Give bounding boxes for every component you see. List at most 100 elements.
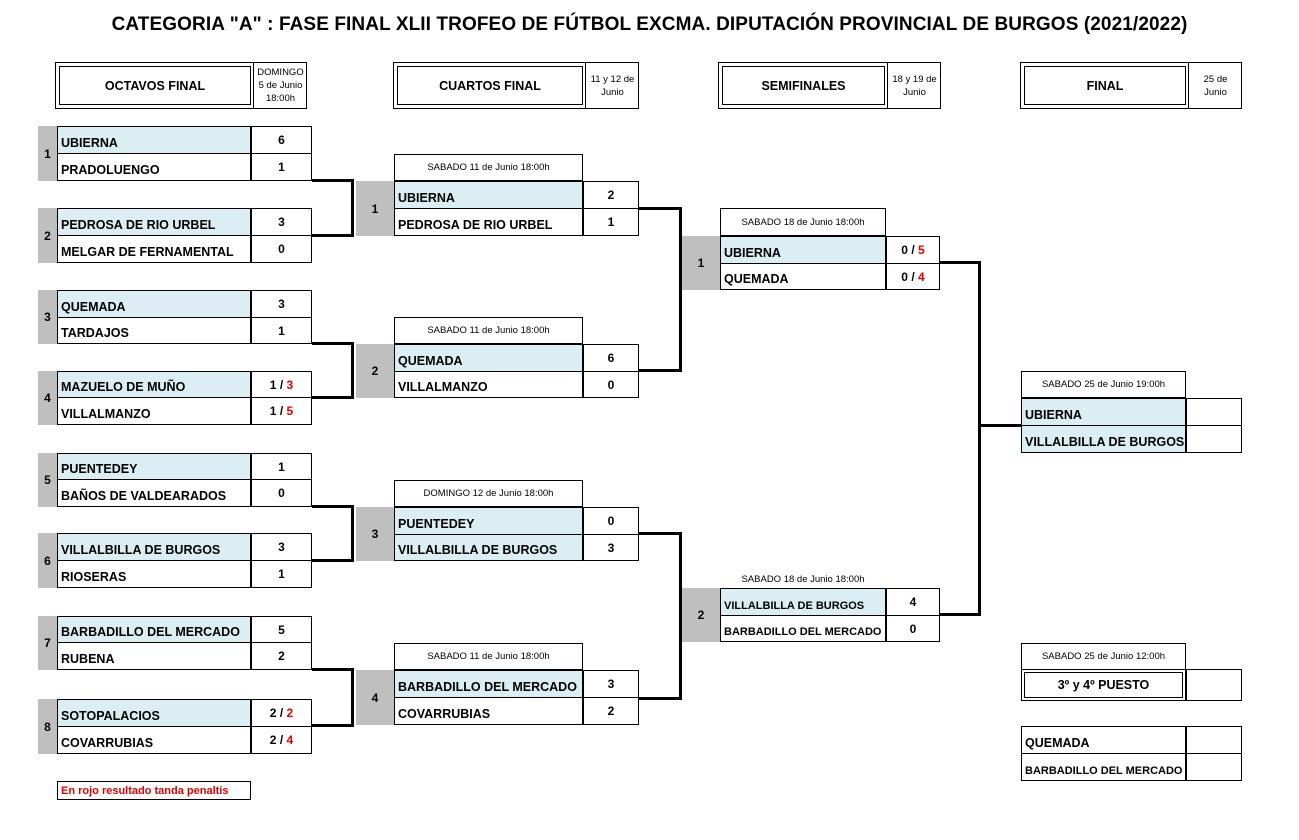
team-cell: BARBADILLO DEL MERCADO (57, 616, 251, 643)
match-date: SABADO 18 de Junio 18:00h (741, 573, 865, 585)
score-cell: 2 (583, 697, 639, 725)
score-cell: 0 (886, 615, 940, 642)
penalty-score: 3 (286, 377, 294, 392)
semis-match-number: 2 (682, 588, 720, 642)
team-cell: COVARRUBIAS (57, 726, 251, 754)
score-cell (1186, 398, 1242, 426)
score-cell: 0 (583, 507, 639, 535)
penalty-score: 4 (286, 733, 294, 747)
score-cell: 6 (251, 126, 312, 154)
score-cell (1186, 669, 1242, 701)
bracket-line (940, 613, 981, 616)
match-date: SABADO 18 de Junio 18:00h (720, 208, 886, 236)
team-cell: PEDROSA DE RIO URBEL (394, 208, 583, 236)
team-cell: UBIERNA (57, 126, 251, 154)
penalty-score: 5 (286, 404, 294, 418)
header-cuartos: CUARTOS FINAL 11 y 12 de Junio (393, 62, 639, 109)
score-cell: 0 / 5 (886, 236, 940, 264)
score-cell (1186, 726, 1242, 754)
score-cell: 1 (251, 560, 312, 588)
score-cell: 0 (251, 479, 312, 507)
match-date: SABADO 25 de Junio 19:00h (1021, 371, 1186, 398)
bracket-line (351, 668, 354, 727)
score-cell: 3 (583, 670, 639, 698)
bracket-line (312, 342, 354, 345)
team-cell: PEDROSA DE RIO URBEL (57, 208, 251, 236)
team-cell: VILLALBILLA DE BURGOS (394, 534, 583, 561)
bracket-line (679, 532, 682, 700)
score-cell: 0 (251, 235, 312, 263)
bracket-line (312, 668, 354, 671)
header-octavos-date: DOMINGO 5 de Junio 18:00h (253, 63, 307, 108)
octavos-match-number: 7 (38, 616, 57, 670)
bracket-line (679, 207, 682, 372)
match-date: DOMINGO 12 de Junio 18:00h (394, 480, 583, 507)
team-cell: RUBENA (57, 642, 251, 670)
score-cell: 3 (251, 208, 312, 236)
team-cell: QUEMADA (394, 344, 583, 372)
team-cell: VILLALBILLA DE BURGOS (1021, 425, 1186, 453)
score-cell: 6 (583, 344, 639, 372)
bracket-line (978, 424, 1021, 427)
third-place-label: 3º y 4º PUESTO (1024, 672, 1183, 698)
bracket-line (639, 207, 682, 210)
score-cell: 1 (251, 317, 312, 344)
score-cell: 1 (251, 153, 312, 181)
team-cell: PUENTEDEY (394, 507, 583, 535)
team-cell: VILLALBILLA DE BURGOS (57, 533, 251, 561)
octavos-match-number: 8 (38, 699, 57, 754)
match-date: SABADO 25 de Junio 12:00h (1021, 643, 1186, 670)
bracket-line (940, 261, 981, 264)
score-value: 2 (269, 733, 277, 747)
header-octavos: OCTAVOS FINAL DOMINGO 5 de Junio 18:00h (55, 62, 307, 109)
score-cell (1186, 753, 1242, 781)
score-cell (1186, 425, 1242, 453)
score-cell: 3 (251, 290, 312, 318)
team-cell: PUENTEDEY (57, 453, 251, 480)
cuartos-match-number: 3 (356, 507, 394, 561)
bracket-line (351, 179, 354, 237)
third-place-label-box: 3º y 4º PUESTO (1021, 669, 1186, 701)
team-cell: TARDAJOS (57, 317, 251, 344)
score-cell: 4 (886, 588, 940, 616)
bracket-line (351, 505, 354, 562)
score-value: 1 (269, 404, 277, 418)
penalty-score: 5 (918, 243, 925, 257)
header-semis-date: 18 y 19 de Junio (887, 63, 941, 108)
penalty-score: 4 (918, 269, 925, 284)
score-cell: 1 / 3 (251, 371, 312, 398)
bracket-line (639, 697, 682, 700)
header-final: FINAL 25 de Junio (1020, 62, 1242, 109)
octavos-match-number: 5 (38, 453, 57, 507)
bracket-line (312, 724, 354, 727)
match-date: SABADO 11 de Junio 18:00h (394, 317, 583, 344)
octavos-match-number: 3 (38, 290, 57, 344)
score-value: 0 (901, 269, 908, 284)
cuartos-match-number: 1 (356, 181, 394, 236)
cuartos-match-number: 4 (356, 670, 394, 725)
team-cell: PRADOLUENGO (57, 153, 251, 181)
header-final-date: 25 de Junio (1188, 63, 1242, 108)
team-cell: MAZUELO DE MUÑO (57, 371, 251, 398)
header-cuartos-label: CUARTOS FINAL (397, 66, 583, 105)
penalty-note: En rojo resultado tanda penaltis (57, 781, 251, 800)
cuartos-match-number: 2 (356, 344, 394, 398)
header-final-label: FINAL (1024, 66, 1186, 105)
header-semis-label: SEMIFINALES (722, 66, 885, 105)
score-cell: 2 / 4 (251, 726, 312, 754)
score-cell: 2 / 2 (251, 699, 312, 727)
team-cell: QUEMADA (1021, 726, 1186, 754)
score-cell: 1 (583, 208, 639, 236)
team-cell: QUEMADA (57, 290, 251, 318)
score-cell: 1 (251, 453, 312, 480)
score-cell: 0 / 4 (886, 263, 940, 290)
score-cell: 2 (583, 181, 639, 209)
team-cell: VILLALMANZO (394, 371, 583, 398)
header-semis: SEMIFINALES 18 y 19 de Junio (718, 62, 941, 109)
score-value: 1 (269, 377, 277, 392)
team-cell: VILLALMANZO (57, 397, 251, 425)
header-cuartos-date: 11 y 12 de Junio (585, 63, 639, 108)
team-cell: BARBADILLO DEL MERCADO (394, 670, 583, 698)
bracket-line (351, 342, 354, 399)
bracket-line (312, 559, 354, 562)
